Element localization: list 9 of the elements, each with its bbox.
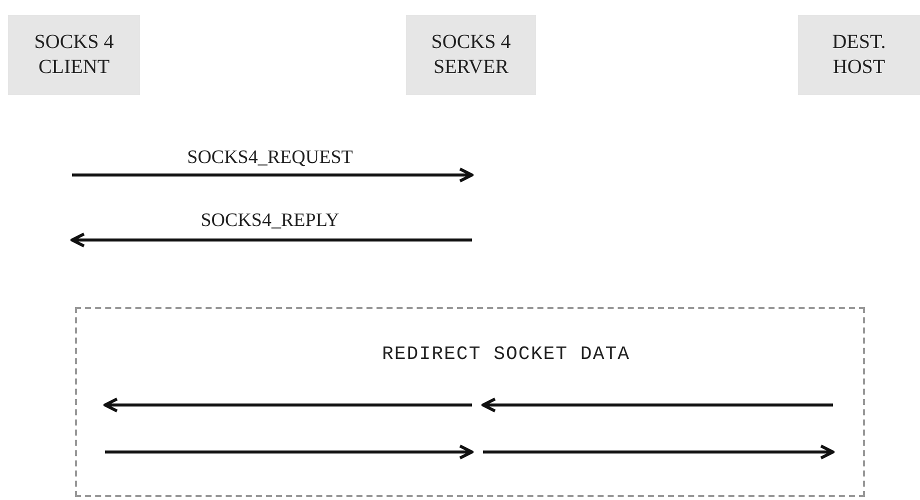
participant-box	[798, 15, 920, 95]
participant-box	[406, 15, 536, 95]
participant-label: DEST. HOST	[831, 30, 887, 80]
participant-box	[8, 15, 140, 95]
dashed-group-frame	[75, 307, 865, 497]
participant-label: SOCKS 4 CLIENT	[33, 30, 115, 80]
message-label: SOCKS4_REQUEST	[185, 147, 355, 169]
group-label: REDIRECT SOCKET DATA	[382, 343, 630, 365]
participant-label: SOCKS 4 SERVER	[430, 30, 512, 80]
